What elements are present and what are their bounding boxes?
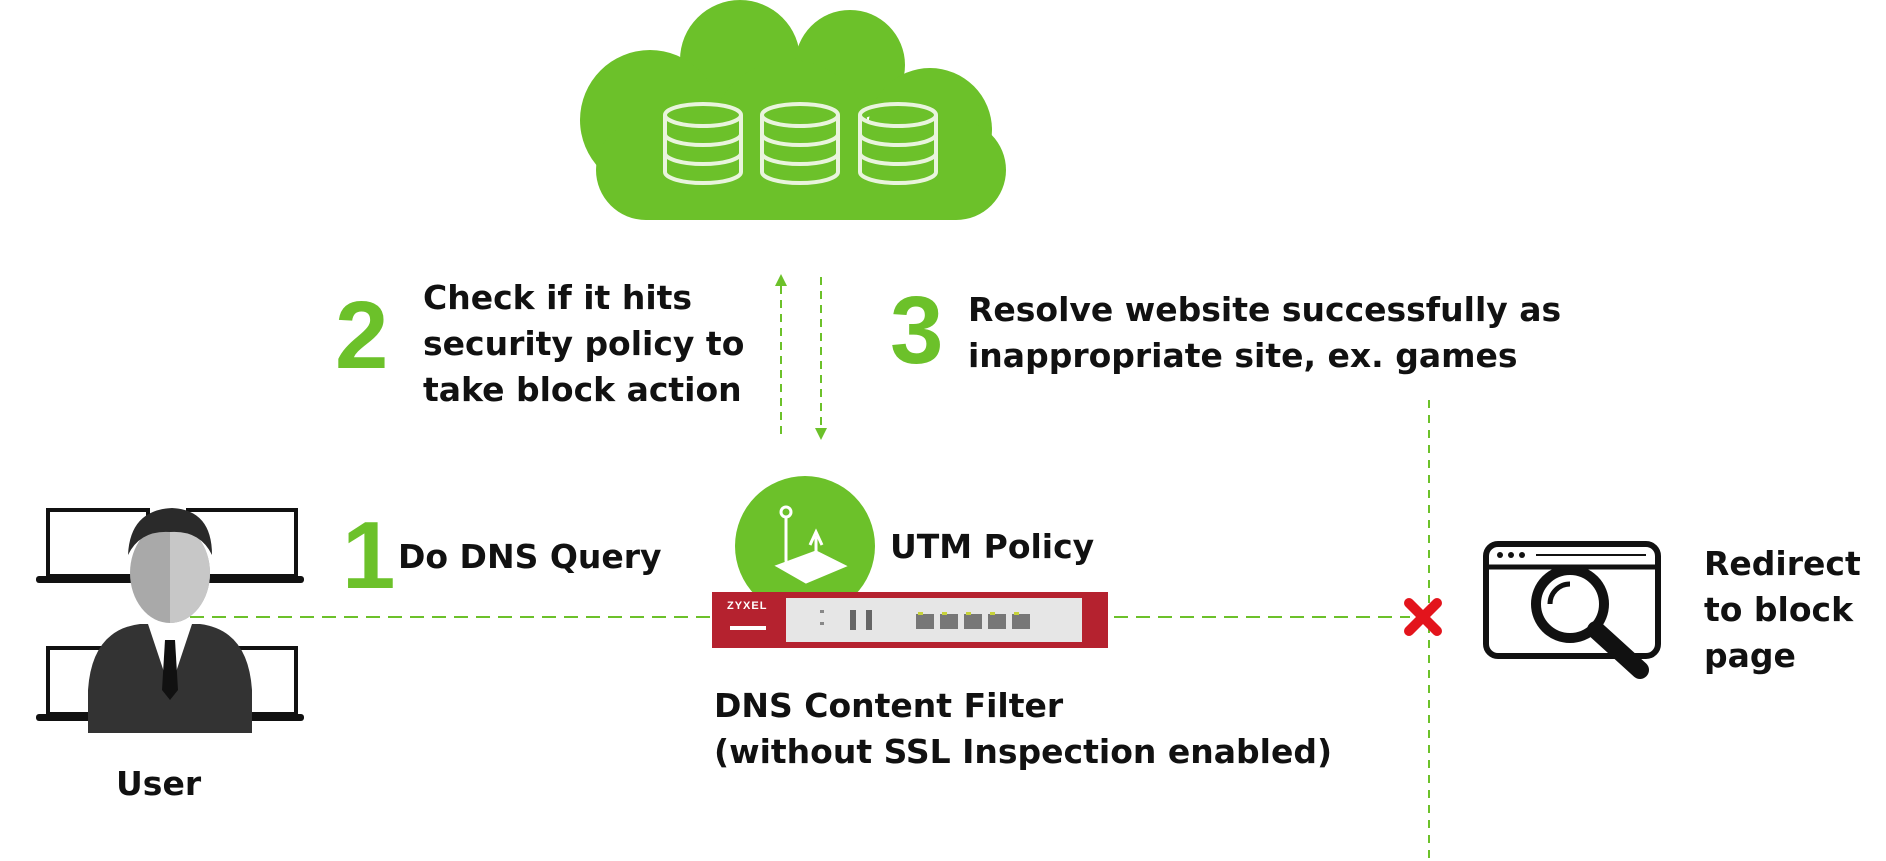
redirect-line-text: to block bbox=[1704, 590, 1854, 629]
device-brand: ZYXEL bbox=[727, 600, 768, 612]
utm-policy-icon bbox=[735, 476, 875, 616]
user-icon bbox=[36, 508, 304, 733]
firewall-device-icon bbox=[712, 592, 1108, 648]
redirect-line-text: page bbox=[1704, 636, 1796, 675]
dns-filter-line: DNS Content Filter bbox=[714, 686, 1064, 725]
step-3-line: Resolve website successfully as bbox=[968, 290, 1562, 329]
redirect-line-text: Redirect bbox=[1704, 544, 1861, 583]
dns-filter-line: (without SSL Inspection enabled) bbox=[714, 732, 1333, 771]
step-3-number: 3 bbox=[890, 277, 944, 384]
query-arrows bbox=[775, 274, 827, 440]
dns-filter-label: DNS Content Filter (without SSL Inspecti… bbox=[714, 683, 1332, 775]
redirect-label: Redirect to block page bbox=[1704, 541, 1861, 679]
block-x-icon bbox=[1404, 598, 1442, 636]
cloud-database-icon bbox=[580, 0, 1006, 220]
step-1-text: Do DNS Query bbox=[398, 537, 662, 576]
step-3-line: inappropriate site, ex. games bbox=[968, 336, 1518, 375]
step-2-text: Check if it hits security policy to take… bbox=[423, 275, 744, 413]
step-2-line: Check if it hits bbox=[423, 278, 693, 317]
user-label: User bbox=[116, 764, 202, 803]
step-1-number: 1 bbox=[342, 502, 396, 609]
utm-policy-label: UTM Policy bbox=[890, 527, 1095, 566]
step-2-line: take block action bbox=[423, 370, 742, 409]
step-2-number: 2 bbox=[335, 282, 389, 389]
step-2-line: security policy to bbox=[423, 324, 745, 363]
browser-search-icon bbox=[1483, 541, 1661, 679]
step-3-text: Resolve website successfully as inapprop… bbox=[968, 287, 1561, 379]
